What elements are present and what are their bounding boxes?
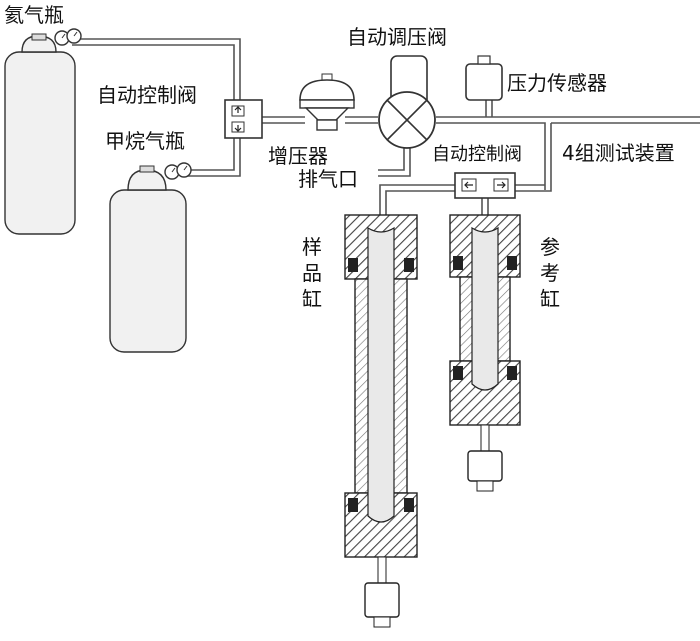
label-sample-cylinder-1: 样 <box>302 235 322 259</box>
auto-control-valve-left <box>224 99 263 139</box>
label-pressure-sensor: 压力传感器 <box>507 71 607 95</box>
label-exhaust: 排气口 <box>298 167 358 191</box>
label-reference-cylinder-2: 考 <box>540 261 560 285</box>
label-auto-pressure-valve: 自动调压阀 <box>347 25 447 49</box>
label-sample-cylinder-2: 品 <box>302 261 322 285</box>
label-sample-cylinder-3: 缸 <box>302 287 322 311</box>
argon-bottle <box>4 33 76 235</box>
sample-cylinder <box>344 214 418 628</box>
label-auto-valve-left: 自动控制阀 <box>97 83 197 107</box>
label-test-device: 4组测试装置 <box>562 141 675 165</box>
reference-cylinder <box>449 214 521 492</box>
label-reference-cylinder-3: 缸 <box>540 287 560 311</box>
label-methane-bottle: 甲烷气瓶 <box>105 129 185 153</box>
auto-control-valve-right <box>454 172 516 199</box>
label-auto-valve-right: 自动控制阀 <box>432 144 522 165</box>
label-booster: 增压器 <box>268 144 328 168</box>
methane-gauge-icon <box>164 162 192 180</box>
label-reference-cylinder-1: 参 <box>540 235 560 259</box>
auto-pressure-regulating-valve <box>378 55 436 149</box>
argon-gauge-icon <box>54 28 82 46</box>
label-argon-bottle: 氦气瓶 <box>4 3 64 27</box>
booster <box>299 73 355 131</box>
methane-bottle <box>109 165 187 353</box>
pipe-network <box>72 38 700 215</box>
pressure-sensor <box>465 55 503 101</box>
